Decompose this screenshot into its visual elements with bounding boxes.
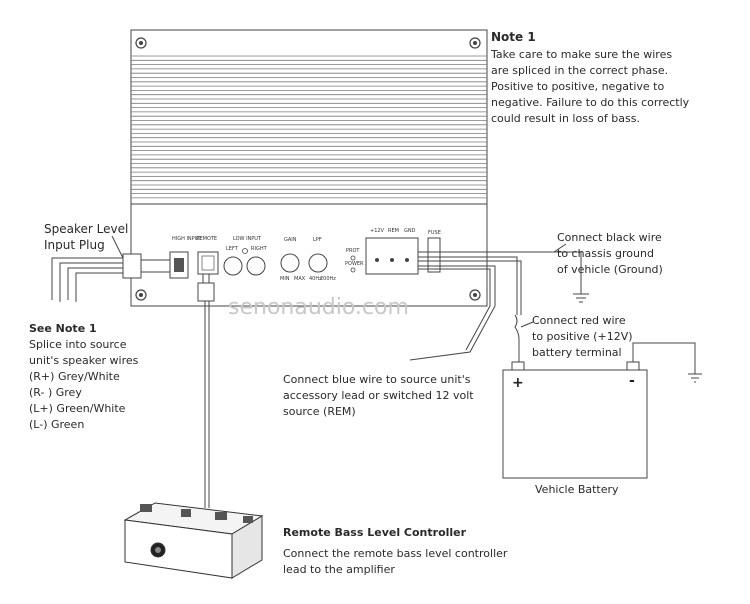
red-wire-label: battery terminal [532, 346, 622, 359]
remote-line: Connect the remote bass level controller [283, 547, 508, 560]
remote-line: lead to the amplifier [283, 563, 395, 576]
red-wire-label: to positive (+12V) [532, 330, 633, 343]
panel-prot-label: PROT [346, 248, 360, 254]
note1-line: negative. Failure to do this correctly [491, 96, 690, 109]
panel-lpf-hi-label: 200Hz [320, 276, 336, 282]
blue-wire-label: source (REM) [283, 405, 356, 418]
lpf-knob-icon [308, 253, 328, 273]
heatsink-fins [131, 55, 487, 199]
panel-right-label: RIGHT [251, 246, 268, 252]
panel-lpf-label: LPF [313, 237, 322, 243]
panel-gain-min-label: MIN [280, 276, 290, 282]
speaker-plug-label: Input Plug [44, 238, 105, 252]
see-note-line: unit's speaker wires [29, 354, 139, 367]
remote-title: Remote Bass Level Controller [283, 526, 467, 539]
see-note-line: (L+) Green/White [29, 402, 126, 415]
panel-power-label: POWER [345, 261, 364, 267]
screw-hole-icon [469, 289, 481, 301]
rca-left-icon [223, 256, 243, 276]
power-led-icon [350, 267, 356, 273]
rem-wire [409, 265, 496, 361]
panel-low-input-label: LOW INPUT [233, 236, 262, 242]
fuse-holder [427, 237, 441, 273]
red-wire-label: Connect red wire [532, 314, 626, 327]
blue-wire-label: Connect blue wire to source unit's [283, 373, 471, 386]
black-wire-label: of vehicle (Ground) [557, 263, 663, 276]
panel-gain-label: GAIN [284, 237, 297, 243]
see-note-line: (R+) Grey/White [29, 370, 120, 383]
battery-plus-label: + [512, 375, 524, 391]
vehicle-battery [502, 342, 702, 479]
panel-left-label: LEFT [226, 246, 239, 252]
panel-fuse-label: FUSE [428, 230, 441, 236]
note1-line: could result in loss of bass. [491, 112, 640, 125]
black-wire-label: Connect black wire [557, 231, 662, 244]
panel-gnd-label: GND [404, 228, 416, 234]
speaker-plug-label: Speaker Level [44, 222, 129, 236]
black-wire-label: to chassis ground [557, 247, 654, 260]
gain-knob-icon [280, 253, 300, 273]
remote-port [197, 251, 219, 275]
note1-line: are spliced in the correct phase. [491, 64, 669, 77]
note1-line: Positive to positive, negative to [491, 80, 665, 93]
see-note-title: See Note 1 [29, 322, 97, 335]
screw-hole-icon [135, 289, 147, 301]
remote-controller [123, 502, 264, 579]
prot-led-icon [350, 255, 356, 261]
panel-remote-label: REMOTE [196, 236, 217, 242]
panel-lpf-lo-label: 40Hz [309, 276, 322, 282]
battery-minus-label: - [629, 373, 635, 389]
battery-label: Vehicle Battery [535, 483, 619, 496]
panel-rem-label: REM [388, 228, 399, 234]
panel-12v-label: +12V [370, 228, 385, 234]
see-note-line: (L-) Green [29, 418, 85, 431]
blue-wire-label: accessory lead or switched 12 volt [283, 389, 474, 402]
panel-gain-max-label: MAX [294, 276, 306, 282]
amplifier [130, 29, 488, 307]
power-terminal [365, 237, 419, 275]
remote-cable [197, 274, 215, 508]
panel-high-input-label: HIGH INPUT [172, 236, 202, 242]
positive-wire [418, 256, 534, 362]
note1-line: Take care to make sure the wires [491, 48, 673, 61]
rca-right-icon [246, 256, 266, 276]
ground-wire [418, 243, 589, 303]
speaker-input-plug [51, 235, 170, 302]
see-note-line: Splice into source [29, 338, 127, 351]
screw-hole-icon [135, 37, 147, 49]
note1-title: Note 1 [491, 30, 536, 44]
see-note-line: (R- ) Grey [29, 386, 82, 399]
watermark: senonaudio.com [228, 295, 409, 320]
screw-hole-icon [469, 37, 481, 49]
